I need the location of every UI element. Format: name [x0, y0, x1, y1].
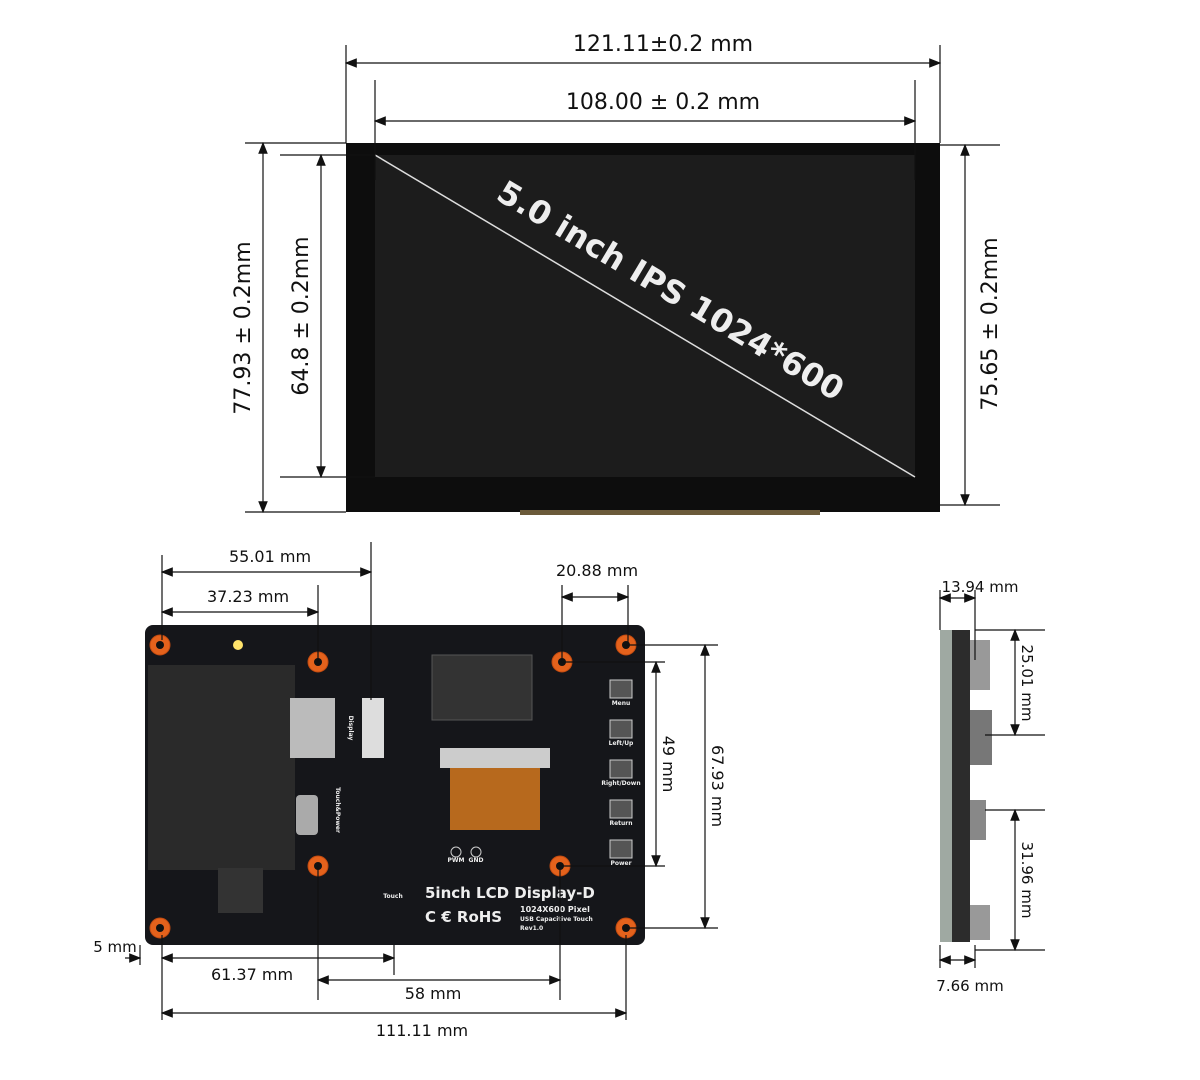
- dim-61-label: 61.37 mm: [211, 965, 293, 984]
- touch-label: Touch: [383, 893, 403, 900]
- usb-c-port: [296, 795, 318, 835]
- pcb-button: [609, 839, 633, 859]
- side-glass: [940, 630, 952, 942]
- dim-67-label: 67.93 mm: [708, 745, 727, 827]
- pcb-button-label: Menu: [612, 700, 631, 707]
- board-title: 5inch LCD Display-D: [425, 884, 595, 902]
- height-outer-label: 77.93 ± 0.2mm: [231, 241, 256, 414]
- gnd-pad: [470, 846, 482, 858]
- main-chip: [431, 654, 533, 721]
- fpc-connector: [362, 698, 384, 758]
- led: [233, 640, 243, 650]
- diagonal-line: [374, 154, 916, 478]
- ribbon-connector: [440, 748, 550, 768]
- pwm-label: PWM: [448, 857, 465, 864]
- side-view: 13.94 mm 25.01 mm 31.96 mm 7.66 mm: [936, 578, 1045, 995]
- pcb-button: [609, 719, 633, 739]
- pwm-pad: [450, 846, 462, 858]
- thickness-label: 13.94 mm: [942, 578, 1019, 596]
- dim-49-label: 49 mm: [659, 736, 678, 793]
- dim-25-label: 25.01 mm: [1018, 645, 1036, 722]
- usb-connector: [218, 868, 263, 913]
- bottom-connector: [520, 510, 820, 515]
- touch-power-label: Touch&Power: [334, 787, 341, 833]
- pixel-label: 1024X600 Pixel: [520, 905, 590, 914]
- rev-label: Rev1.0: [520, 925, 543, 932]
- pcb-button: [609, 759, 633, 779]
- pcb-button-label: Return: [609, 820, 632, 827]
- side-part-2: [970, 905, 990, 940]
- ribbon-cable: [450, 768, 540, 830]
- side-usb: [970, 800, 986, 840]
- hdmi-port: [290, 698, 335, 758]
- pcb-button-label: Power: [610, 860, 631, 867]
- side-part-1: [970, 640, 990, 690]
- cert-logos: C € RoHS: [425, 908, 502, 926]
- dim-111-label: 111.11 mm: [376, 1021, 468, 1040]
- dim-7-label: 7.66 mm: [936, 977, 1003, 995]
- dim-5-label: 5 mm: [93, 938, 137, 956]
- dim-58-label: 58 mm: [405, 984, 462, 1003]
- pcb-button-label: Right/Down: [601, 780, 640, 787]
- dim-20-label: 20.88 mm: [556, 561, 638, 580]
- mounting-hole-center: [156, 924, 164, 932]
- dim-37-label: 37.23 mm: [207, 587, 289, 606]
- dim-55-label: 55.01 mm: [229, 547, 311, 566]
- side-pcb: [952, 630, 970, 942]
- height-active-label: 64.8 ± 0.2mm: [289, 236, 314, 395]
- pcb-button: [609, 799, 633, 819]
- front-view: 5.0 inch IPS 1024*600 121.11±0.2 mm 108.…: [231, 32, 1003, 515]
- mounting-hole-center: [156, 641, 164, 649]
- touch-type-label: USB Capacitive Touch: [520, 916, 593, 923]
- dim-31-label: 31.96 mm: [1018, 842, 1036, 919]
- pcb-button-label: Left/Up: [609, 740, 634, 747]
- side-hdmi: [970, 710, 992, 765]
- width-outer-label: 121.11±0.2 mm: [573, 32, 753, 57]
- height-right-label: 75.65 ± 0.2mm: [978, 237, 1003, 410]
- display-label: Display: [347, 716, 354, 741]
- gnd-label: GND: [469, 857, 484, 864]
- width-active-label: 108.00 ± 0.2 mm: [566, 90, 760, 115]
- fabric-pad: [148, 665, 295, 870]
- pcb-button: [609, 679, 633, 699]
